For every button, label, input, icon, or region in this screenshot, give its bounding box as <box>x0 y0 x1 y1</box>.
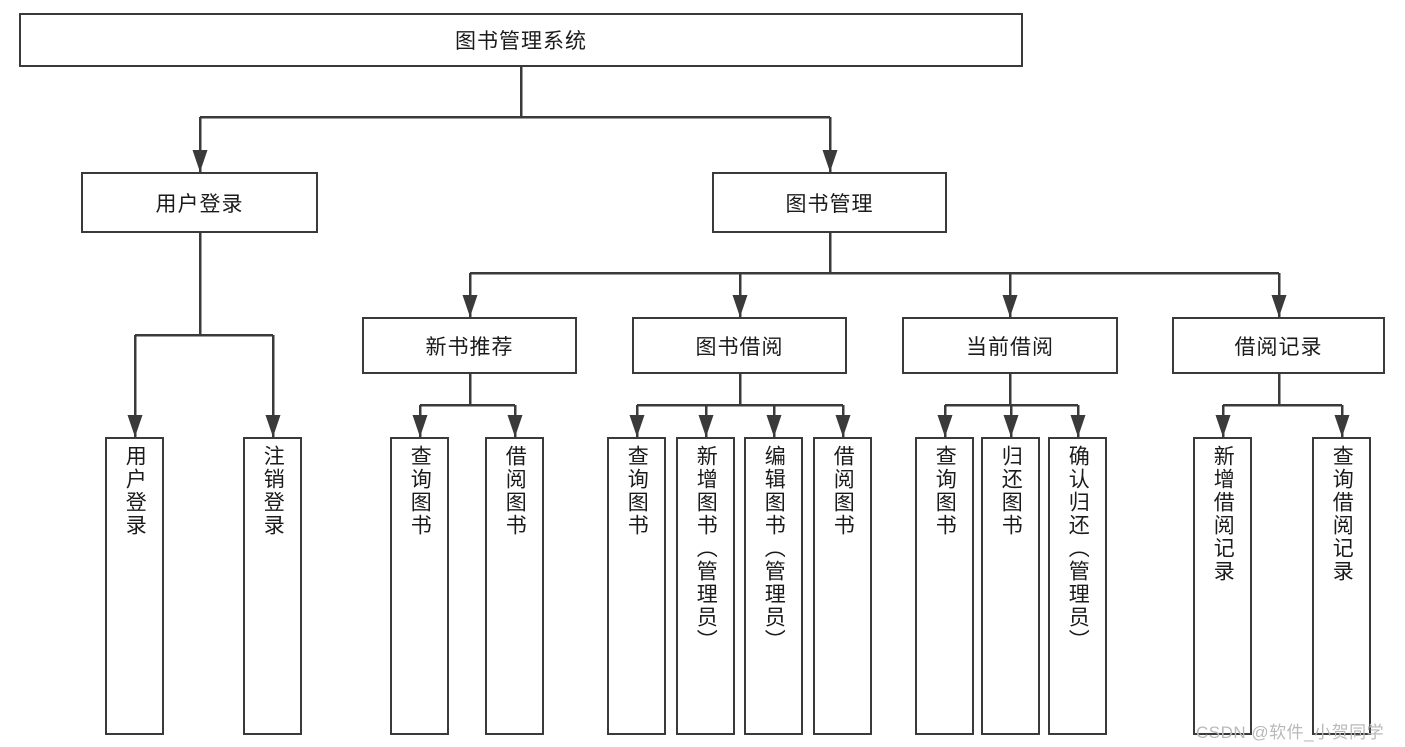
node-label: 用户登录 <box>123 445 147 537</box>
node-book-manage[interactable]: 图书管理 <box>712 172 947 233</box>
node-borrow-record[interactable]: 借阅记录 <box>1172 317 1385 374</box>
node-label: 查询图书 <box>933 445 957 537</box>
node-label: 归还图书 <box>999 445 1023 537</box>
node-new-book-recommend[interactable]: 新书推荐 <box>362 317 577 374</box>
node-label: 图书管理系统 <box>455 30 587 53</box>
node-book-borrow[interactable]: 图书借阅 <box>632 317 847 374</box>
node-root[interactable]: 图书管理系统 <box>19 13 1023 67</box>
node-label: 注销登录 <box>261 445 285 537</box>
node-query-borrow-record[interactable]: 查询借阅记录 <box>1312 437 1371 735</box>
node-label: 查询图书 <box>408 445 432 537</box>
node-label: 新增借阅记录 <box>1211 445 1235 583</box>
node-confirm-return-admin[interactable]: 确认归还（管理员） <box>1048 437 1107 735</box>
node-add-book-admin[interactable]: 新增图书（管理员） <box>676 437 735 735</box>
node-label: 编辑图书（管理员） <box>762 445 786 652</box>
node-label: 查询借阅记录 <box>1330 445 1354 583</box>
node-label: 图书管理 <box>785 192 874 216</box>
node-label: 借阅记录 <box>1234 335 1323 359</box>
node-user-logout[interactable]: 注销登录 <box>243 437 302 735</box>
node-label: 用户登录 <box>155 192 244 216</box>
node-borrow-book-1[interactable]: 借阅图书 <box>485 437 544 735</box>
node-label: 查询图书 <box>625 445 649 537</box>
node-label: 新书推荐 <box>425 335 514 359</box>
node-label: 图书借阅 <box>695 335 784 359</box>
node-return-book[interactable]: 归还图书 <box>981 437 1040 735</box>
node-user-login-do[interactable]: 用户登录 <box>105 437 164 735</box>
node-label: 借阅图书 <box>503 445 527 537</box>
node-query-book-1[interactable]: 查询图书 <box>390 437 449 735</box>
watermark-label: CSDN @软件_小贺同学 <box>1196 723 1385 742</box>
node-current-borrow[interactable]: 当前借阅 <box>902 317 1118 374</box>
node-label: 借阅图书 <box>831 445 855 537</box>
node-borrow-book-2[interactable]: 借阅图书 <box>813 437 872 735</box>
node-query-book-3[interactable]: 查询图书 <box>915 437 974 735</box>
node-user-login[interactable]: 用户登录 <box>81 172 318 233</box>
node-label: 当前借阅 <box>966 335 1054 359</box>
node-add-borrow-record[interactable]: 新增借阅记录 <box>1193 437 1252 735</box>
node-label: 确认归还（管理员） <box>1066 445 1090 652</box>
node-label: 新增图书（管理员） <box>694 445 718 652</box>
node-edit-book-admin[interactable]: 编辑图书（管理员） <box>744 437 803 735</box>
node-query-book-2[interactable]: 查询图书 <box>607 437 666 735</box>
